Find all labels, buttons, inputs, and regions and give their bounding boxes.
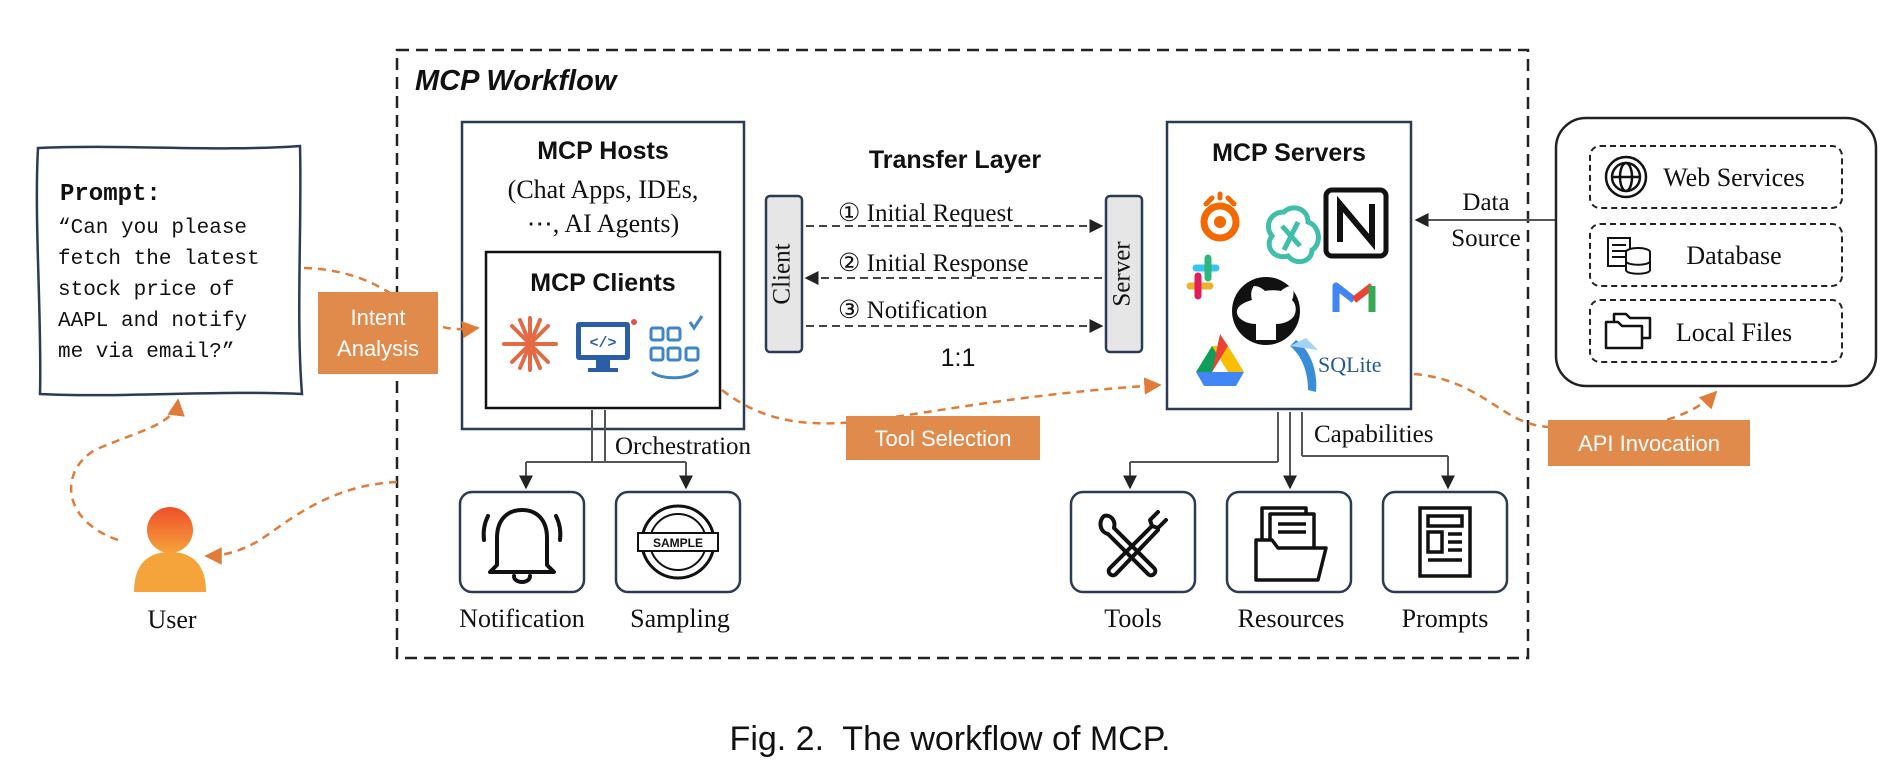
gmail-icon (1332, 282, 1376, 312)
folder-files-icon (1254, 506, 1328, 582)
local-files-item (1589, 299, 1843, 363)
server-endpoint (1104, 194, 1144, 354)
transfer-ratio: 1:1 (941, 344, 976, 372)
local-files-label: Local Files (1676, 318, 1792, 347)
tool-selection-label: Tool Selection (875, 426, 1012, 451)
user-to-prompt-arrow (69, 398, 185, 542)
prompt-line: stock price of (58, 279, 234, 302)
grafana-icon (1200, 191, 1240, 242)
mcp-hosts-subtitle: (Chat Apps, IDEs, (508, 175, 699, 204)
mcp-clients-title: MCP Clients (530, 269, 675, 297)
data-source-label: Source (1451, 225, 1520, 252)
sampling-label: Sampling (630, 604, 730, 633)
agent-flow-icon (649, 315, 704, 380)
intent-analysis-label: Intent (350, 305, 405, 330)
orchestration-label: Orchestration (615, 433, 752, 460)
prompt-box (35, 144, 304, 397)
database-label: Database (1686, 241, 1781, 270)
mcp-hosts-subtitle: ⋯, AI Agents) (527, 209, 679, 238)
tool-selection-badge (846, 416, 1040, 460)
figure-caption: Fig. 2. The workflow of MCP. (730, 720, 1171, 758)
capabilities-label: Capabilities (1314, 421, 1433, 448)
notification-label: Notification (459, 604, 585, 633)
prompt-line: me via email?” (58, 341, 234, 364)
api-invocation-badge (1548, 420, 1750, 466)
bell-icon (481, 508, 563, 584)
prompt-heading: Prompt: (60, 181, 161, 208)
google-drive-icon (1196, 334, 1244, 386)
prompt-line: fetch the latest (58, 248, 260, 271)
tools-icon (1098, 510, 1168, 578)
web-services-label: Web Services (1663, 163, 1805, 192)
prompt-template-icon (1418, 506, 1472, 578)
github-icon (1232, 277, 1300, 345)
sample-stamp-text: SAMPLE (653, 536, 703, 550)
resources-label: Resources (1238, 604, 1345, 633)
database-icon (1607, 237, 1651, 275)
prompt-line: AAPL and notify (58, 310, 247, 333)
sample-stamp-icon (637, 504, 719, 580)
data-source-label: Data (1462, 189, 1509, 216)
initial-request-label: ① Initial Request (838, 200, 1013, 227)
globe-icon (1604, 155, 1648, 199)
result-to-user-arrow (204, 480, 398, 565)
web-services-item (1589, 145, 1843, 209)
notion-icon (1323, 187, 1389, 259)
client-endpoint (764, 194, 804, 354)
server-endpoint-label: Server (1109, 241, 1136, 307)
api-invocation-label: API Invocation (1578, 431, 1720, 456)
sqlite-icon (1290, 338, 1318, 392)
notification-box (458, 490, 586, 594)
database-item (1589, 223, 1843, 287)
prompts-box (1381, 490, 1509, 594)
tools-label: Tools (1104, 604, 1161, 633)
client-endpoint-label: Client (769, 243, 796, 304)
transfer-layer-title: Transfer Layer (869, 146, 1042, 174)
user-label: User (147, 605, 196, 634)
prompt-line: “Can you please (58, 217, 247, 240)
notification-message-label: ③ Notification (838, 297, 988, 324)
api-invocation-arrow (1413, 372, 1718, 431)
code-editor-icon: </> (576, 319, 637, 372)
intent-analysis-badge (318, 292, 438, 374)
svg-text:</>: </> (589, 335, 616, 352)
sqlite-label: SQLite (1318, 352, 1382, 377)
initial-response-label: ② Initial Response (838, 250, 1028, 277)
claude-icon (502, 316, 558, 372)
workflow-title: MCP Workflow (415, 65, 619, 97)
tools-box (1069, 490, 1197, 594)
mcp-servers-title: MCP Servers (1212, 139, 1366, 167)
prompts-label: Prompts (1402, 604, 1489, 633)
intent-analysis-label: Analysis (337, 336, 419, 361)
mcp-hosts-title: MCP Hosts (537, 137, 669, 165)
openai-icon (1266, 205, 1321, 265)
user-icon (134, 507, 206, 592)
folders-icon (1604, 312, 1652, 350)
slack-icon (1186, 254, 1220, 300)
